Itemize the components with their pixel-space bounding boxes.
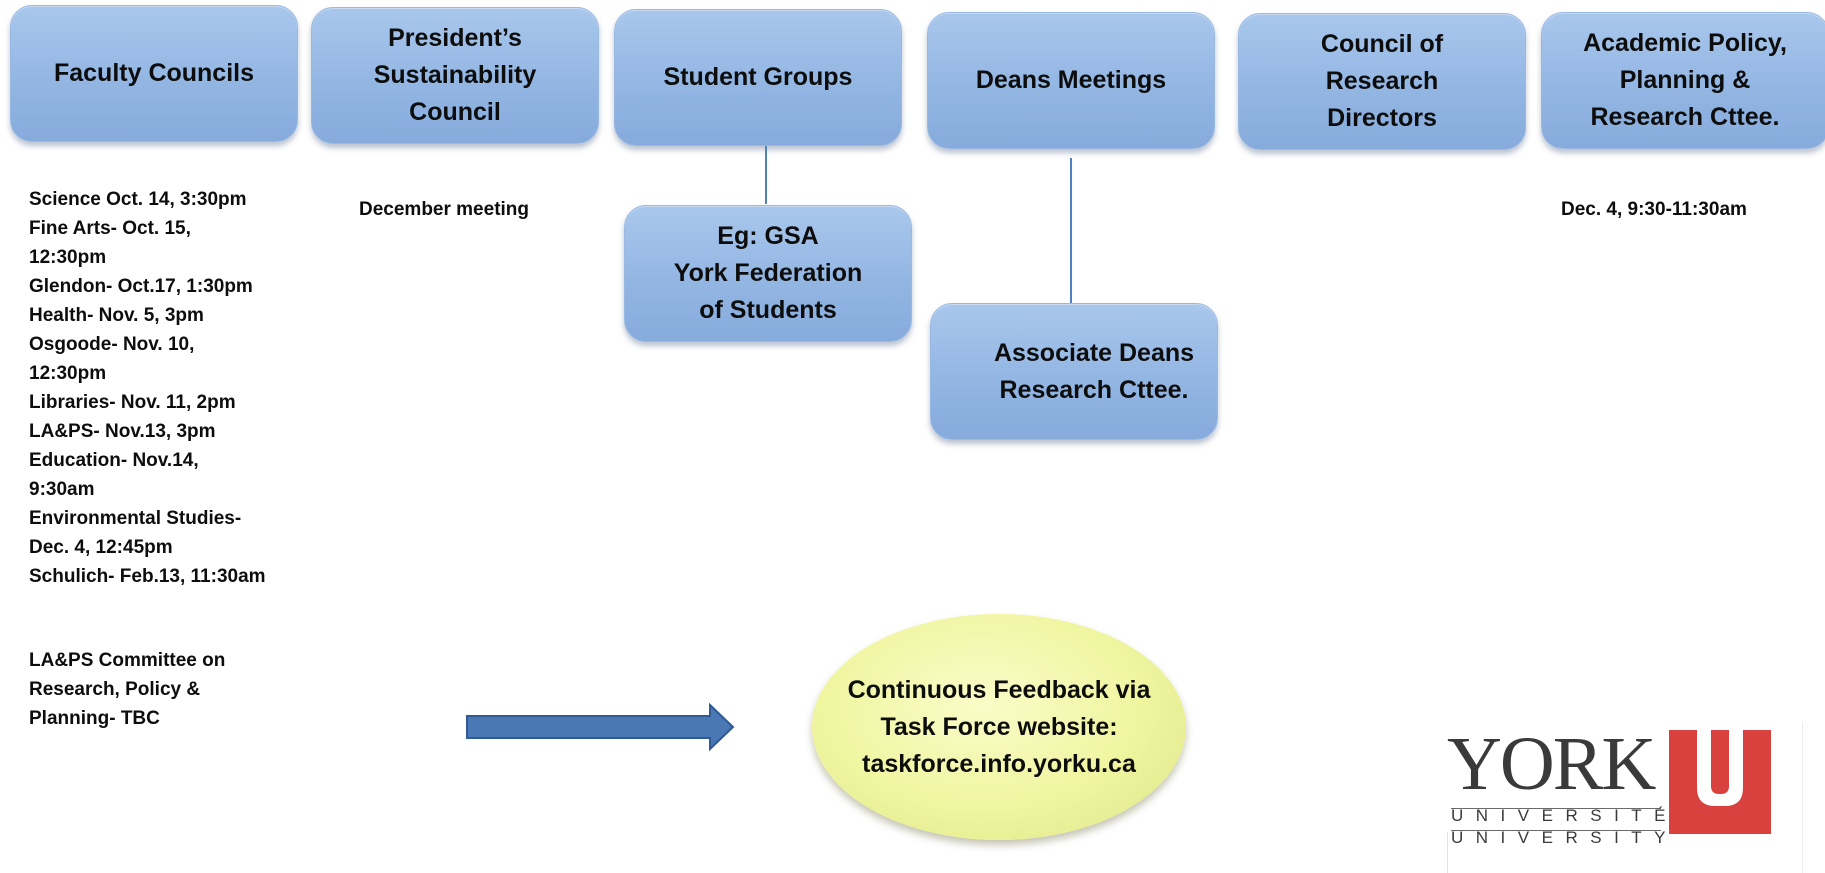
laps-committee-line: LA&PS Committee on (29, 650, 226, 671)
right-arrow-icon (466, 702, 735, 752)
student-groups-label: Student Groups (663, 63, 853, 91)
schedule-line: LA&PS- Nov.13, 3pm (29, 421, 216, 442)
associate-deans-label: Associate Deans Research Cttee. (993, 338, 1195, 404)
schedule-line: Health- Nov. 5, 3pm (29, 305, 204, 326)
schedule-line: Glendon- Oct.17, 1:30pm (29, 276, 253, 297)
deans-meetings-label: Deans Meetings (975, 66, 1167, 94)
schedule-line: Science Oct. 14, 3:30pm (29, 189, 247, 210)
laps-committee-line: Planning- TBC (29, 708, 160, 729)
schedule-line: Environmental Studies- (29, 508, 242, 529)
logo-wordmark: YORK (1447, 722, 1656, 806)
continuous-feedback-oval: Continuous Feedback via Task Force websi… (812, 614, 1186, 840)
logo-rule-top (1451, 808, 1661, 809)
academic-policy-label: Academic Policy, Planning & Research Ctt… (1583, 29, 1787, 131)
student-groups-box: Student Groups (614, 9, 902, 146)
logo-frame-right (1802, 722, 1803, 873)
logo-rule-mid (1451, 830, 1661, 831)
presidents-sustainability-council-label: President’s Sustainability Council (373, 24, 537, 126)
logo-sub-en: UNIVERSITY (1451, 828, 1679, 847)
gsa-yfs-box: Eg: GSA York Federation of Students (624, 205, 912, 342)
schedule-line: 12:30pm (29, 247, 107, 268)
student-groups-connector (765, 146, 767, 204)
associate-deans-box: Associate Deans Research Cttee. (930, 303, 1218, 440)
laps-committee-text: LA&PS Committee on Research, Policy & Plan… (29, 646, 225, 733)
logo-sub-fr: UNIVERSITÉ (1451, 806, 1679, 825)
schedule-line: Schulich- Feb.13, 11:30am (29, 566, 266, 587)
gsa-yfs-label: Eg: GSA York Federation of Students (673, 222, 863, 324)
academic-policy-date-note: Dec. 4, 9:30-11:30am (1561, 199, 1747, 220)
schedule-line: Dec. 4, 12:45pm (29, 537, 173, 558)
york-u-icon (1669, 730, 1771, 834)
faculty-councils-label: Faculty Councils (53, 59, 255, 87)
schedule-line: Fine Arts- Oct. 15, (29, 218, 191, 239)
council-of-research-directors-box: Council of Research Directors (1238, 13, 1526, 150)
schedule-line: Libraries- Nov. 11, 2pm (29, 392, 236, 413)
deans-meetings-box: Deans Meetings (927, 12, 1215, 149)
council-of-research-directors-label: Council of Research Directors (1320, 30, 1444, 132)
faculty-councils-box: Faculty Councils (10, 5, 298, 142)
schedule-line: 12:30pm (29, 363, 107, 384)
schedule-line: Education- Nov.14, (29, 450, 199, 471)
academic-policy-box: Academic Policy, Planning & Research Ctt… (1541, 12, 1825, 149)
schedule-line: Osgoode- Nov. 10, (29, 334, 195, 355)
york-university-logo: YORK UNIVERSITÉ UNIVERSITY (1447, 722, 1803, 873)
deans-meetings-connector (1070, 158, 1072, 303)
december-meeting-note: December meeting (359, 199, 530, 220)
presidents-sustainability-council-box: President’s Sustainability Council (311, 7, 599, 144)
continuous-feedback-label: Continuous Feedback via Task Force websi… (847, 675, 1151, 778)
logo-frame-left (1447, 832, 1448, 873)
schedule-line: 9:30am (29, 479, 95, 500)
laps-committee-line: Research, Policy & (29, 679, 201, 700)
